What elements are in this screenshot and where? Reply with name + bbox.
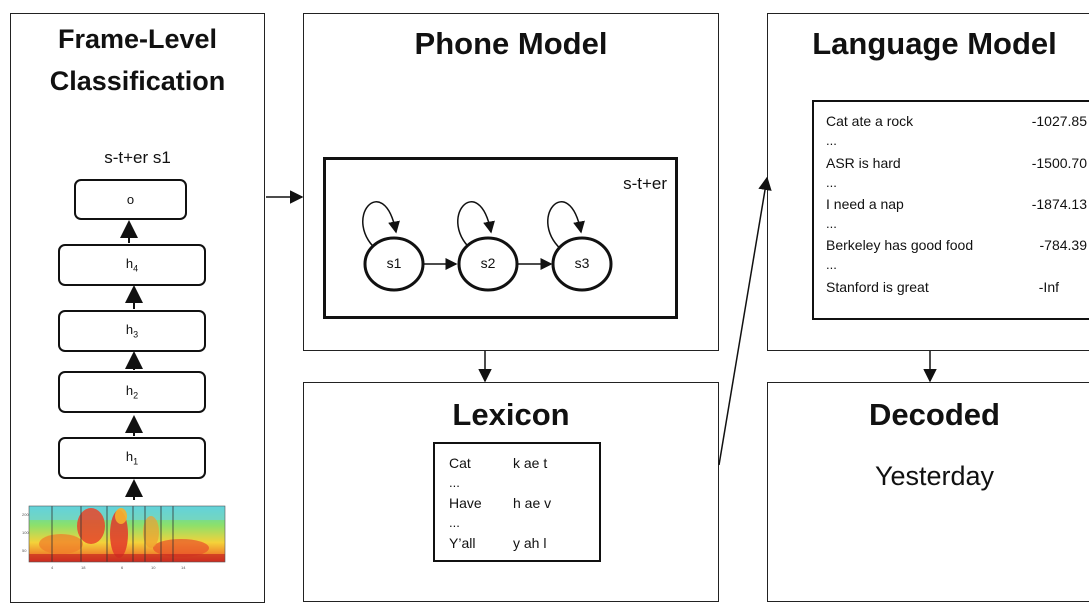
lexicon-panel: Lexicon Cat k ae t ... Have h ae v ... Y… xyxy=(303,382,719,602)
hidden-layer-4-label: h4 xyxy=(125,256,139,274)
hidden-layer-1: h1 xyxy=(58,437,206,479)
hidden-layer-1-label: h1 xyxy=(125,449,139,467)
hidden-layer-2: h2 xyxy=(58,371,206,413)
svg-text:14: 14 xyxy=(181,565,186,570)
hidden-layer-3-label: h3 xyxy=(125,322,139,340)
language-model-panel: Language Model Cat ate a rock -1027.85 .… xyxy=(767,13,1089,351)
lexicon-ellipsis-1: ... xyxy=(449,475,460,490)
hmm-box: s-t+er xyxy=(323,157,678,319)
svg-text:18: 18 xyxy=(81,565,86,570)
state-s2-label: s2 xyxy=(480,255,496,271)
phone-model-panel: Phone Model s-t+er s1 s2 s3 xyxy=(303,13,719,351)
language-model-title: Language Model xyxy=(812,26,1057,61)
lm-ellipsis-1: ... xyxy=(826,133,837,148)
decoded-panel: Decoded Yesterday xyxy=(767,382,1089,602)
lm-ellipsis-2: ... xyxy=(826,175,837,190)
svg-text:4: 4 xyxy=(51,565,54,570)
lm-score-1: -1027.85 xyxy=(1031,113,1087,129)
svg-text:6: 6 xyxy=(121,565,124,570)
lm-score-5: -Inf xyxy=(1038,279,1059,295)
lexicon-word-yall: Y’all xyxy=(449,535,476,551)
lexicon-phones-cat: k ae t xyxy=(513,455,548,471)
output-layer: o xyxy=(74,179,187,220)
frame-level-title-line2: Classification xyxy=(49,66,226,96)
state-s1-label: s1 xyxy=(386,255,402,271)
hidden-layer-3: h3 xyxy=(58,310,206,352)
arrow-lexicon-to-lm xyxy=(718,176,772,466)
svg-text:50: 50 xyxy=(22,548,27,553)
phone-model-title: Phone Model xyxy=(414,26,608,61)
output-layer-label: o xyxy=(126,192,135,207)
decoded-result: Yesterday xyxy=(874,461,995,491)
decoded-title: Decoded xyxy=(869,397,1000,432)
lm-sentence-1: Cat ate a rock xyxy=(826,113,914,129)
lexicon-table: Cat k ae t ... Have h ae v ... Y’all y a… xyxy=(433,442,601,562)
lexicon-phones-have: h ae v xyxy=(513,495,552,511)
svg-text:10: 10 xyxy=(151,565,156,570)
lm-score-4: -784.39 xyxy=(1039,237,1087,253)
lm-sentence-5: Stanford is great xyxy=(826,279,929,295)
language-model-table: Cat ate a rock -1027.85 ... ASR is hard … xyxy=(812,100,1089,320)
lm-score-3: -1874.13 xyxy=(1031,196,1087,212)
lexicon-phones-yall: y ah l xyxy=(513,535,547,551)
hmm-label: s-t+er xyxy=(623,174,667,193)
hidden-layer-4: h4 xyxy=(58,244,206,286)
hidden-layer-2-label: h2 xyxy=(125,383,139,401)
lm-score-2: -1500.70 xyxy=(1031,155,1087,171)
frame-level-title-line1: Frame-Level xyxy=(57,24,218,54)
spectrogram-image: 200 100 50 4 18 6 10 14 xyxy=(22,505,226,570)
lexicon-word-cat: Cat xyxy=(449,455,471,471)
lexicon-title: Lexicon xyxy=(452,397,570,432)
svg-text:200: 200 xyxy=(22,512,29,517)
lm-sentence-4: Berkeley has good food xyxy=(826,237,974,253)
state-s3-label: s3 xyxy=(574,255,590,271)
lexicon-ellipsis-2: ... xyxy=(449,515,460,530)
lm-sentence-2: ASR is hard xyxy=(826,155,901,171)
lm-ellipsis-3: ... xyxy=(826,216,837,231)
state-label: s-t+er s1 xyxy=(104,148,171,167)
lm-sentence-3: I need a nap xyxy=(826,196,904,212)
svg-text:100: 100 xyxy=(22,530,29,535)
lm-ellipsis-4: ... xyxy=(826,257,837,272)
frame-level-panel: Frame-Level Classification s-t+er s1 o h… xyxy=(10,13,265,603)
lexicon-word-have: Have xyxy=(449,495,482,511)
